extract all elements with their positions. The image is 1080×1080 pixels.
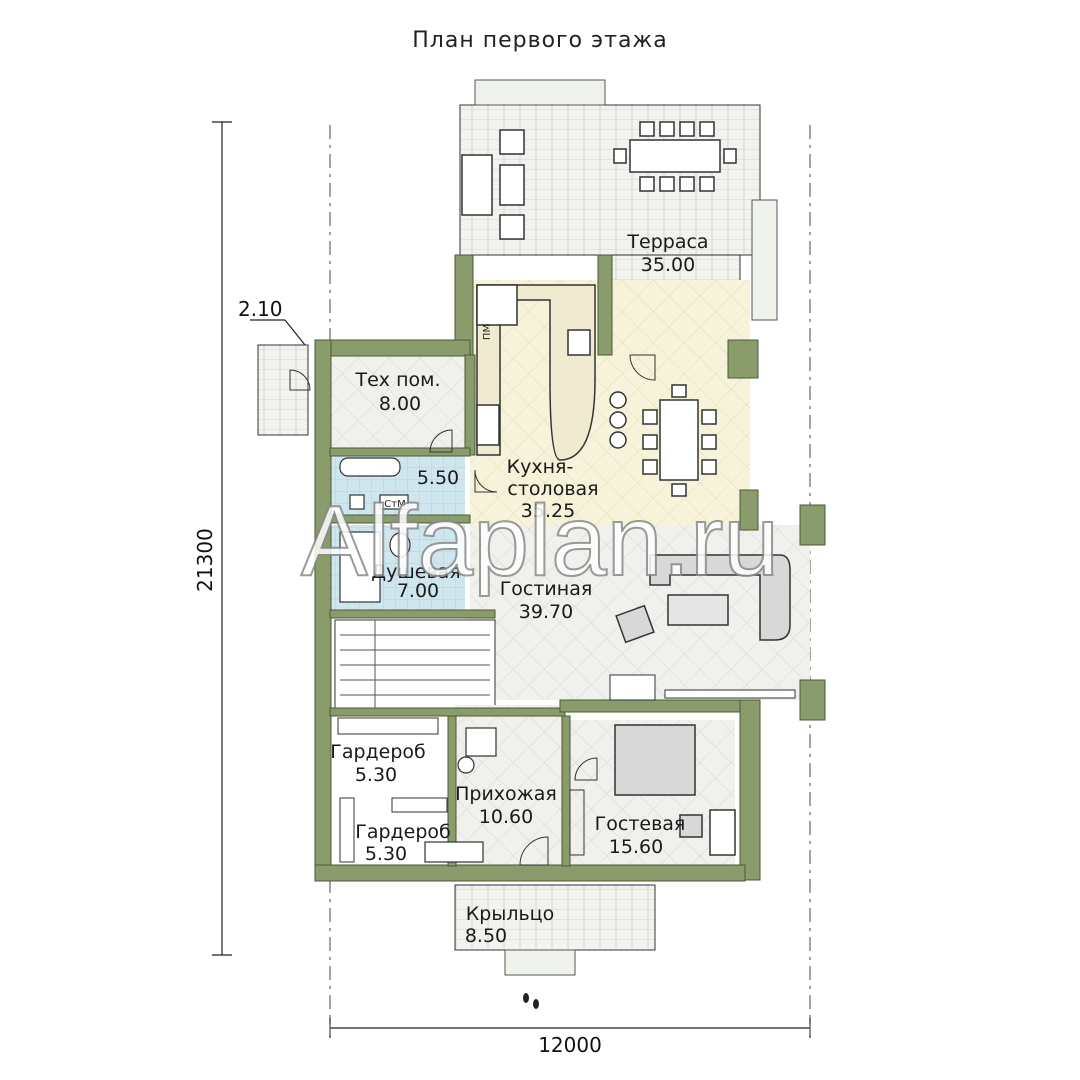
watermark: Alfaplan.ru [301, 485, 779, 597]
kitchen-name-line1: Кухня- [507, 456, 574, 478]
shower-room-area: 7.00 [397, 580, 439, 602]
terrace-area: 35.00 [641, 254, 695, 276]
height-dimension: 21300 [193, 528, 217, 592]
porch-floor [454, 884, 656, 951]
bath-fixtures [339, 457, 411, 603]
kitchen-name-line2: столовая [507, 478, 598, 500]
guest-room-furniture [614, 724, 736, 856]
terrace-steps [474, 79, 606, 106]
wardrobe-1-name: Гардероб [330, 741, 426, 763]
kitchen-dining-set [609, 384, 717, 497]
wardrobe-rails [337, 717, 585, 863]
terrace-side-steps [751, 199, 778, 321]
guest-room-name: Гостевая [595, 813, 686, 835]
fridge-label: ПМ [482, 324, 493, 340]
footprints-icon [523, 993, 539, 1009]
stair-treads [340, 620, 490, 710]
wardrobe-2-name: Гардероб [355, 821, 451, 843]
shower-room-name: Душевая [371, 561, 460, 583]
porch-name: Крыльцо [466, 903, 554, 925]
kitchen-area: 35.25 [521, 500, 575, 522]
doors [289, 354, 656, 866]
living-room-sofa [615, 554, 791, 644]
tech-room-name: Тех пом. [355, 369, 441, 391]
tv-console [664, 689, 796, 699]
tech-room-area: 8.00 [379, 393, 421, 415]
bath-area: 5.50 [417, 467, 459, 489]
hall-furniture [424, 727, 497, 863]
wardrobe-1-area: 5.30 [355, 764, 397, 786]
hall-area: 10.60 [479, 806, 533, 828]
terrace-lounge-set [461, 129, 525, 240]
wardrobe-1-floor [335, 715, 455, 795]
wardrobe-2-area: 5.30 [365, 843, 407, 865]
plan-title: План первого этажа [412, 28, 668, 53]
room-labels: Терраса 35.00 Тех пом. 8.00 5.50 Кухня- … [330, 231, 708, 947]
kitchen-units [476, 284, 596, 461]
living-room-name: Гостиная [500, 578, 593, 600]
porch-steps [504, 949, 576, 976]
porch-step-dimension: 2.10 [238, 297, 283, 321]
living-room-area: 39.70 [519, 601, 573, 623]
terrace-dining-set [613, 121, 737, 192]
walls [314, 254, 826, 882]
porch-area: 8.50 [465, 925, 507, 947]
washer-label: СтМ [384, 499, 405, 510]
width-dimension: 12000 [538, 1033, 602, 1057]
dimension-lines [212, 121, 811, 1038]
tech-room-floor [330, 355, 465, 450]
guest-room-area: 15.60 [609, 836, 663, 858]
hall-name: Прихожая [455, 783, 557, 805]
terrace-name: Терраса [626, 231, 708, 253]
